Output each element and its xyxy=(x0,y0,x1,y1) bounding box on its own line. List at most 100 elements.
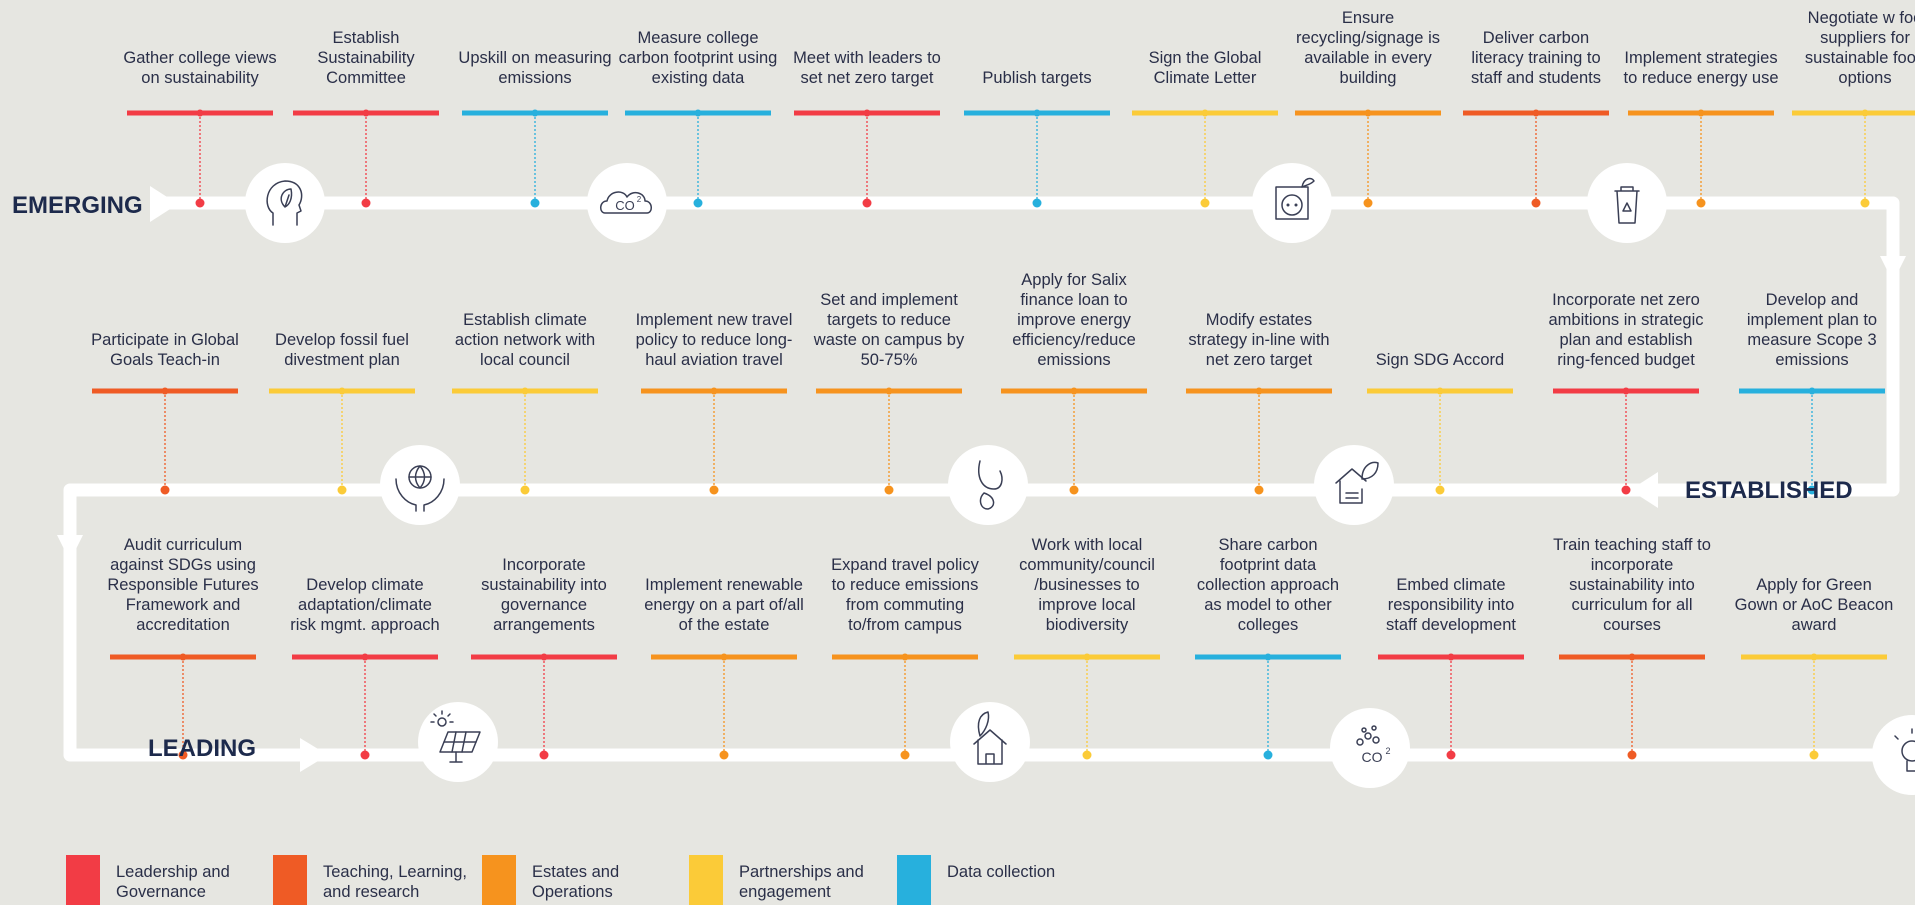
action-label: Embed climate responsibility into staff … xyxy=(1386,576,1516,634)
action-emerging-10 xyxy=(1628,109,1774,208)
action-established-1 xyxy=(92,387,238,495)
legend-swatch xyxy=(66,855,100,905)
action-label: Work with local community/council /busin… xyxy=(1019,536,1155,634)
action-label: Develop and implement plan to measure Sc… xyxy=(1746,291,1878,369)
bar-dot xyxy=(1083,653,1091,661)
track-dot xyxy=(1621,485,1631,495)
bar-dot xyxy=(901,653,909,661)
bar-dot xyxy=(179,653,187,661)
action-label: Apply for Salix finance loan to improve … xyxy=(1012,271,1136,369)
action-leading-7 xyxy=(1195,653,1341,760)
arrow-down-left-icon xyxy=(57,535,83,561)
track-dot xyxy=(178,750,188,760)
track-dot xyxy=(1696,198,1706,208)
action-established-2 xyxy=(269,387,415,495)
svg-text:2: 2 xyxy=(637,195,642,204)
action-label: Upskill on measuring emissions xyxy=(458,49,612,87)
track-dot xyxy=(1263,750,1273,760)
bar-dot xyxy=(1697,109,1705,117)
track-dot xyxy=(1032,198,1042,208)
legend-swatch xyxy=(689,855,723,905)
track-dot xyxy=(1807,485,1817,495)
action-label: Implement new travel policy to reduce lo… xyxy=(635,311,793,369)
action-label: Establish climate action network with lo… xyxy=(454,311,596,369)
stage-label-leading: LEADING xyxy=(148,735,256,762)
bar-dot xyxy=(720,653,728,661)
eco-house-icon xyxy=(950,702,1030,782)
bar-dot xyxy=(1070,387,1078,395)
arrow-emerging-icon xyxy=(150,186,178,222)
action-label: Measure college carbon footprint using e… xyxy=(618,29,778,87)
action-label: Incorporate sustainability into governan… xyxy=(481,556,607,634)
svg-text:CO: CO xyxy=(615,198,635,213)
action-label: Ensure recycling/signage is available in… xyxy=(1296,9,1440,87)
track-dot xyxy=(1531,198,1541,208)
action-established-9 xyxy=(1553,387,1699,495)
action-established-3 xyxy=(452,387,598,495)
legend-swatch xyxy=(482,855,516,905)
head-leaf-icon xyxy=(245,163,325,243)
track-dot xyxy=(337,485,347,495)
track-dot xyxy=(884,485,894,495)
bar-dot xyxy=(1628,653,1636,661)
action-label: Deliver carbon literacy training to staf… xyxy=(1471,29,1601,87)
track-dot xyxy=(360,750,370,760)
action-leading-8 xyxy=(1378,653,1524,760)
action-leading-2 xyxy=(292,653,438,760)
legend-swatch xyxy=(273,855,307,905)
action-established-7 xyxy=(1186,387,1332,495)
bar-dot xyxy=(540,653,548,661)
action-label: Apply for Green Gown or AoC Beacon award xyxy=(1734,576,1894,634)
action-emerging-3 xyxy=(462,109,608,208)
track-dot xyxy=(719,750,729,760)
bar-dot xyxy=(1436,387,1444,395)
action-emerging-9 xyxy=(1463,109,1609,208)
action-label: Incorporate net zero ambitions in strate… xyxy=(1548,291,1704,369)
bar-dot xyxy=(1364,109,1372,117)
track-dot xyxy=(1082,750,1092,760)
globe-hands-icon xyxy=(380,445,460,525)
bar-dot xyxy=(1622,387,1630,395)
bar-dot xyxy=(362,109,370,117)
action-label: Set and implement targets to reduce wast… xyxy=(813,291,965,369)
action-label: Implement renewable energy on a part of/… xyxy=(644,576,804,634)
track-dot xyxy=(1435,485,1445,495)
bar-dot xyxy=(1033,109,1041,117)
track-dot xyxy=(361,198,371,208)
house-leaf-icon xyxy=(1314,445,1394,525)
track-dot xyxy=(693,198,703,208)
action-established-4 xyxy=(641,387,787,495)
bar-dot xyxy=(338,387,346,395)
legend-label: Data collection xyxy=(947,863,1056,881)
action-established-8 xyxy=(1367,387,1513,495)
action-label: Audit curriculum against SDGs using Resp… xyxy=(107,536,259,634)
action-label: Sign the Global Climate Letter xyxy=(1148,49,1262,87)
action-emerging-4 xyxy=(625,109,771,208)
recycling-bin-icon xyxy=(1587,163,1667,243)
track-dot xyxy=(1809,750,1819,760)
bar-dot xyxy=(361,653,369,661)
track-dot xyxy=(900,750,910,760)
bar-dot xyxy=(710,387,718,395)
action-label: Publish targets xyxy=(982,69,1092,87)
bar-dot xyxy=(521,387,529,395)
bar-dot xyxy=(1808,387,1816,395)
action-label: Develop climate adaptation/climate risk … xyxy=(290,576,440,634)
action-label: Modify estates strategy in-line with net… xyxy=(1188,311,1330,369)
legend-label: Teaching, Learning, and research xyxy=(323,863,468,901)
action-label: Establish Sustainability Committee xyxy=(317,29,415,87)
action-emerging-2 xyxy=(293,109,439,208)
track-dot xyxy=(1446,750,1456,760)
bar-dot xyxy=(196,109,204,117)
legend-swatch xyxy=(897,855,931,905)
action-label: Develop fossil fuel divestment plan xyxy=(275,331,409,369)
svg-text:2: 2 xyxy=(1385,746,1390,756)
track-dot xyxy=(1069,485,1079,495)
arrow-down-right-icon xyxy=(1880,256,1906,282)
action-emerging-5 xyxy=(794,109,940,208)
action-leading-3 xyxy=(471,653,617,760)
hand-seedling-icon xyxy=(948,445,1028,525)
